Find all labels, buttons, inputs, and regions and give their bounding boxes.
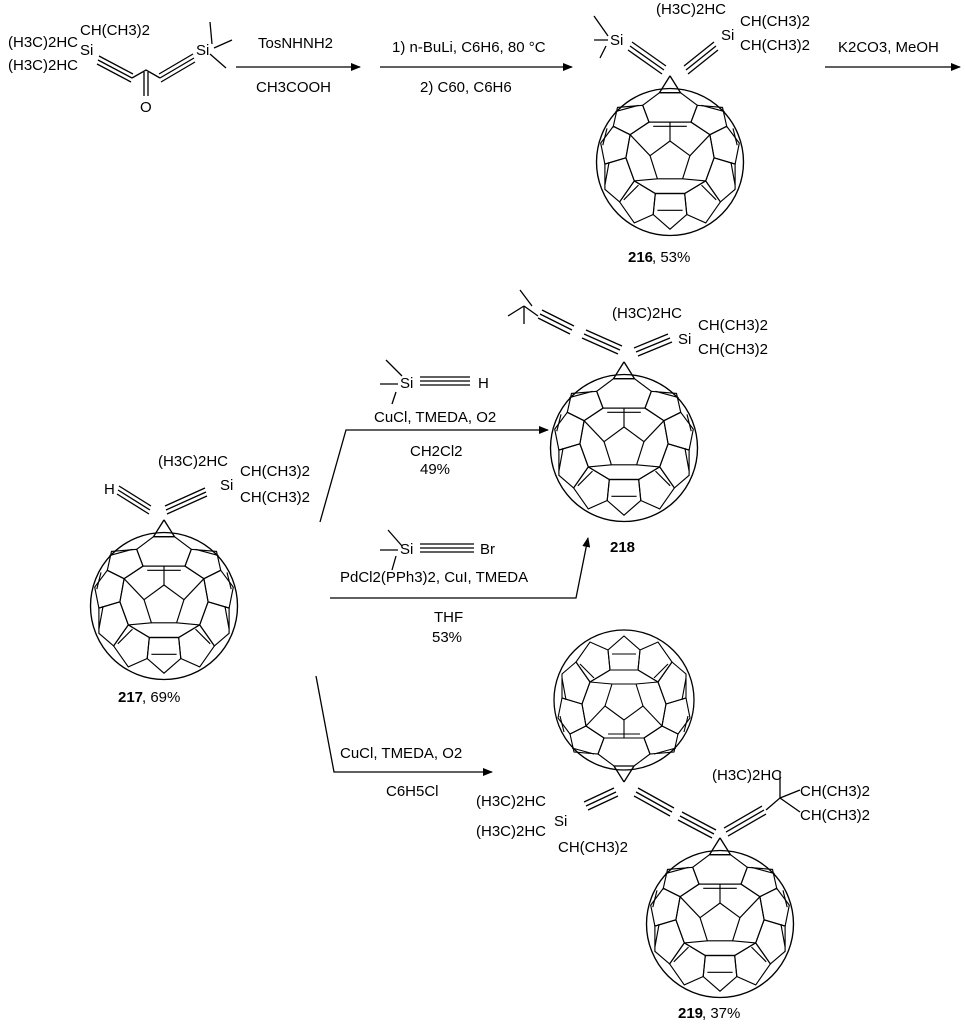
217-compound-number: 217 [118, 689, 143, 706]
arrow-step-3: K2CO3, MeOH [825, 39, 961, 71]
route-c-arrow: CuCl, TMEDA, O2 C6H5Cl [315, 675, 493, 800]
216-alkyne-left [627, 41, 667, 75]
sm-alkyne-left [96, 55, 134, 83]
216-isopropyl-b: CH(CH3)2 [740, 13, 810, 30]
216-yield: , 53% [652, 249, 690, 266]
starting-material: CH(CH3)2 (H3C)2HC (H3C)2HC Si O Si [8, 21, 233, 116]
219-bridge-alkyne-2 [677, 811, 717, 839]
step2-condition-1: 1) n-BuLi, C6H6, 80 °C [392, 39, 546, 56]
step1-solvent: CH3COOH [256, 79, 331, 96]
compound-219: (H3C)2HC Si (H3C)2HC CH(CH3)2 (H3C)2HC C… [476, 629, 870, 1022]
217-isopropyl-b: CH(CH3)2 [240, 463, 310, 480]
sm-carbonyl-carbon [131, 69, 161, 79]
sm-oxygen: O [140, 99, 152, 116]
219-left-silicon: Si [554, 813, 567, 830]
sm-isopropyl-top: CH(CH3)2 [80, 22, 150, 39]
route-b-bromine: Br [480, 541, 495, 558]
route-a-line [319, 426, 549, 523]
217-silicon: Si [220, 477, 233, 494]
step3-reagent: K2CO3, MeOH [838, 39, 939, 56]
217-isopropyl-c: CH(CH3)2 [240, 489, 310, 506]
216-alkyne-right [683, 41, 719, 75]
216-fullerene-cage [595, 75, 745, 237]
218-alkyne-3 [633, 333, 673, 357]
219-compound-number: 219 [678, 1005, 703, 1022]
219-right-isopropyl-c: CH(CH3)2 [800, 807, 870, 824]
218-compound-number: 218 [610, 539, 635, 556]
step1-reagent: TosNHNH2 [258, 35, 333, 52]
step2-condition-2: 2) C60, C6H6 [420, 79, 512, 96]
217-terminal-hydrogen: H [104, 481, 115, 498]
219-alkyne-left [583, 787, 619, 811]
219-left-isopropyl-b: (H3C)2HC [476, 823, 546, 840]
218-fullerene-cage [549, 361, 699, 523]
219-left-isopropyl-c: CH(CH3)2 [558, 839, 628, 856]
route-c-solvent: C6H5Cl [386, 783, 439, 800]
sm-carbonyl-bond [143, 72, 149, 96]
218-silicon: Si [678, 331, 691, 348]
route-b-silicon: Si [400, 541, 413, 558]
216-tms-methyls [593, 15, 609, 59]
219-right-quaternary [765, 772, 801, 813]
route-a-hydrogen: H [478, 375, 489, 392]
arrow-step-2: 1) n-BuLi, C6H6, 80 °C 2) C60, C6H6 [380, 39, 573, 96]
sm-silicon-right: Si [196, 42, 209, 59]
route-b-arrow: Si Br PdCl2(PPh3)2, CuI, TMEDA THF 53% [330, 529, 591, 646]
216-compound-number: 216 [628, 249, 653, 266]
route-b-yield: 53% [432, 629, 462, 646]
217-yield: , 69% [142, 689, 180, 706]
route-c-line [315, 675, 493, 776]
218-alkyne-2 [581, 329, 623, 355]
218-alkyne-1 [537, 309, 575, 335]
219-fullerene-cage-bottom [645, 837, 795, 999]
arrow-step-1: TosNHNH2 CH3COOH [236, 35, 361, 96]
compound-216: Si (H3C)2HC CH(CH3)2 Si CH(CH3)2 216 , 5… [593, 1, 810, 266]
219-alkyne-right [723, 805, 767, 837]
216-isopropyl-c: CH(CH3)2 [740, 37, 810, 54]
217-alkyne-right [164, 487, 208, 515]
compound-217: H (H3C)2HC CH(CH3)2 Si CH(CH3)2 217 , 69… [89, 453, 310, 706]
route-a-yield: 49% [420, 461, 450, 478]
216-isopropyl-a: (H3C)2HC [656, 1, 726, 18]
219-yield: , 37% [702, 1005, 740, 1022]
218-isopropyl-b: CH(CH3)2 [698, 317, 768, 334]
route-b-alkyne [420, 543, 474, 553]
sm-isopropyl-left-1: (H3C)2HC [8, 34, 78, 51]
route-a-silicon: Si [400, 375, 413, 392]
sm-alkyne-right [158, 53, 196, 83]
route-a-arrow: Si H CuCl, TMEDA, O2 CH2Cl2 49% [319, 359, 549, 523]
218-isopropyl-c: CH(CH3)2 [698, 341, 768, 358]
219-bridge-alkyne-1 [633, 787, 675, 817]
sm-tms-methyls [209, 21, 233, 69]
sm-isopropyl-left-2: (H3C)2HC [8, 57, 78, 74]
217-alkyne-left [116, 485, 152, 515]
219-left-isopropyl-a: (H3C)2HC [476, 793, 546, 810]
217-fullerene-cage [89, 519, 239, 681]
route-b-catalyst: PdCl2(PPh3)2, CuI, TMEDA [340, 569, 528, 586]
219-right-isopropyl-b: CH(CH3)2 [800, 783, 870, 800]
sm-silicon-left: Si [80, 42, 93, 59]
route-c-catalyst: CuCl, TMEDA, O2 [340, 745, 462, 762]
218-isopropyl-a: (H3C)2HC [612, 305, 682, 322]
218-tbu-group [507, 289, 539, 324]
route-b-solvent: THF [434, 609, 463, 626]
route-b-tms-methyls [380, 529, 403, 571]
route-a-solvent: CH2Cl2 [410, 443, 463, 460]
route-a-tms-methyls [380, 359, 403, 405]
216-silicon: Si [721, 27, 734, 44]
compound-218: (H3C)2HC CH(CH3)2 Si CH(CH3)2 218 [507, 289, 768, 556]
219-right-isopropyl-a: (H3C)2HC [712, 767, 782, 784]
route-a-alkyne [420, 376, 470, 386]
216-tms-silicon: Si [610, 32, 623, 49]
219-fullerene-cage-top [553, 629, 695, 783]
217-isopropyl-a: (H3C)2HC [158, 453, 228, 470]
route-a-catalyst: CuCl, TMEDA, O2 [374, 409, 496, 426]
route-b-line [330, 537, 591, 599]
